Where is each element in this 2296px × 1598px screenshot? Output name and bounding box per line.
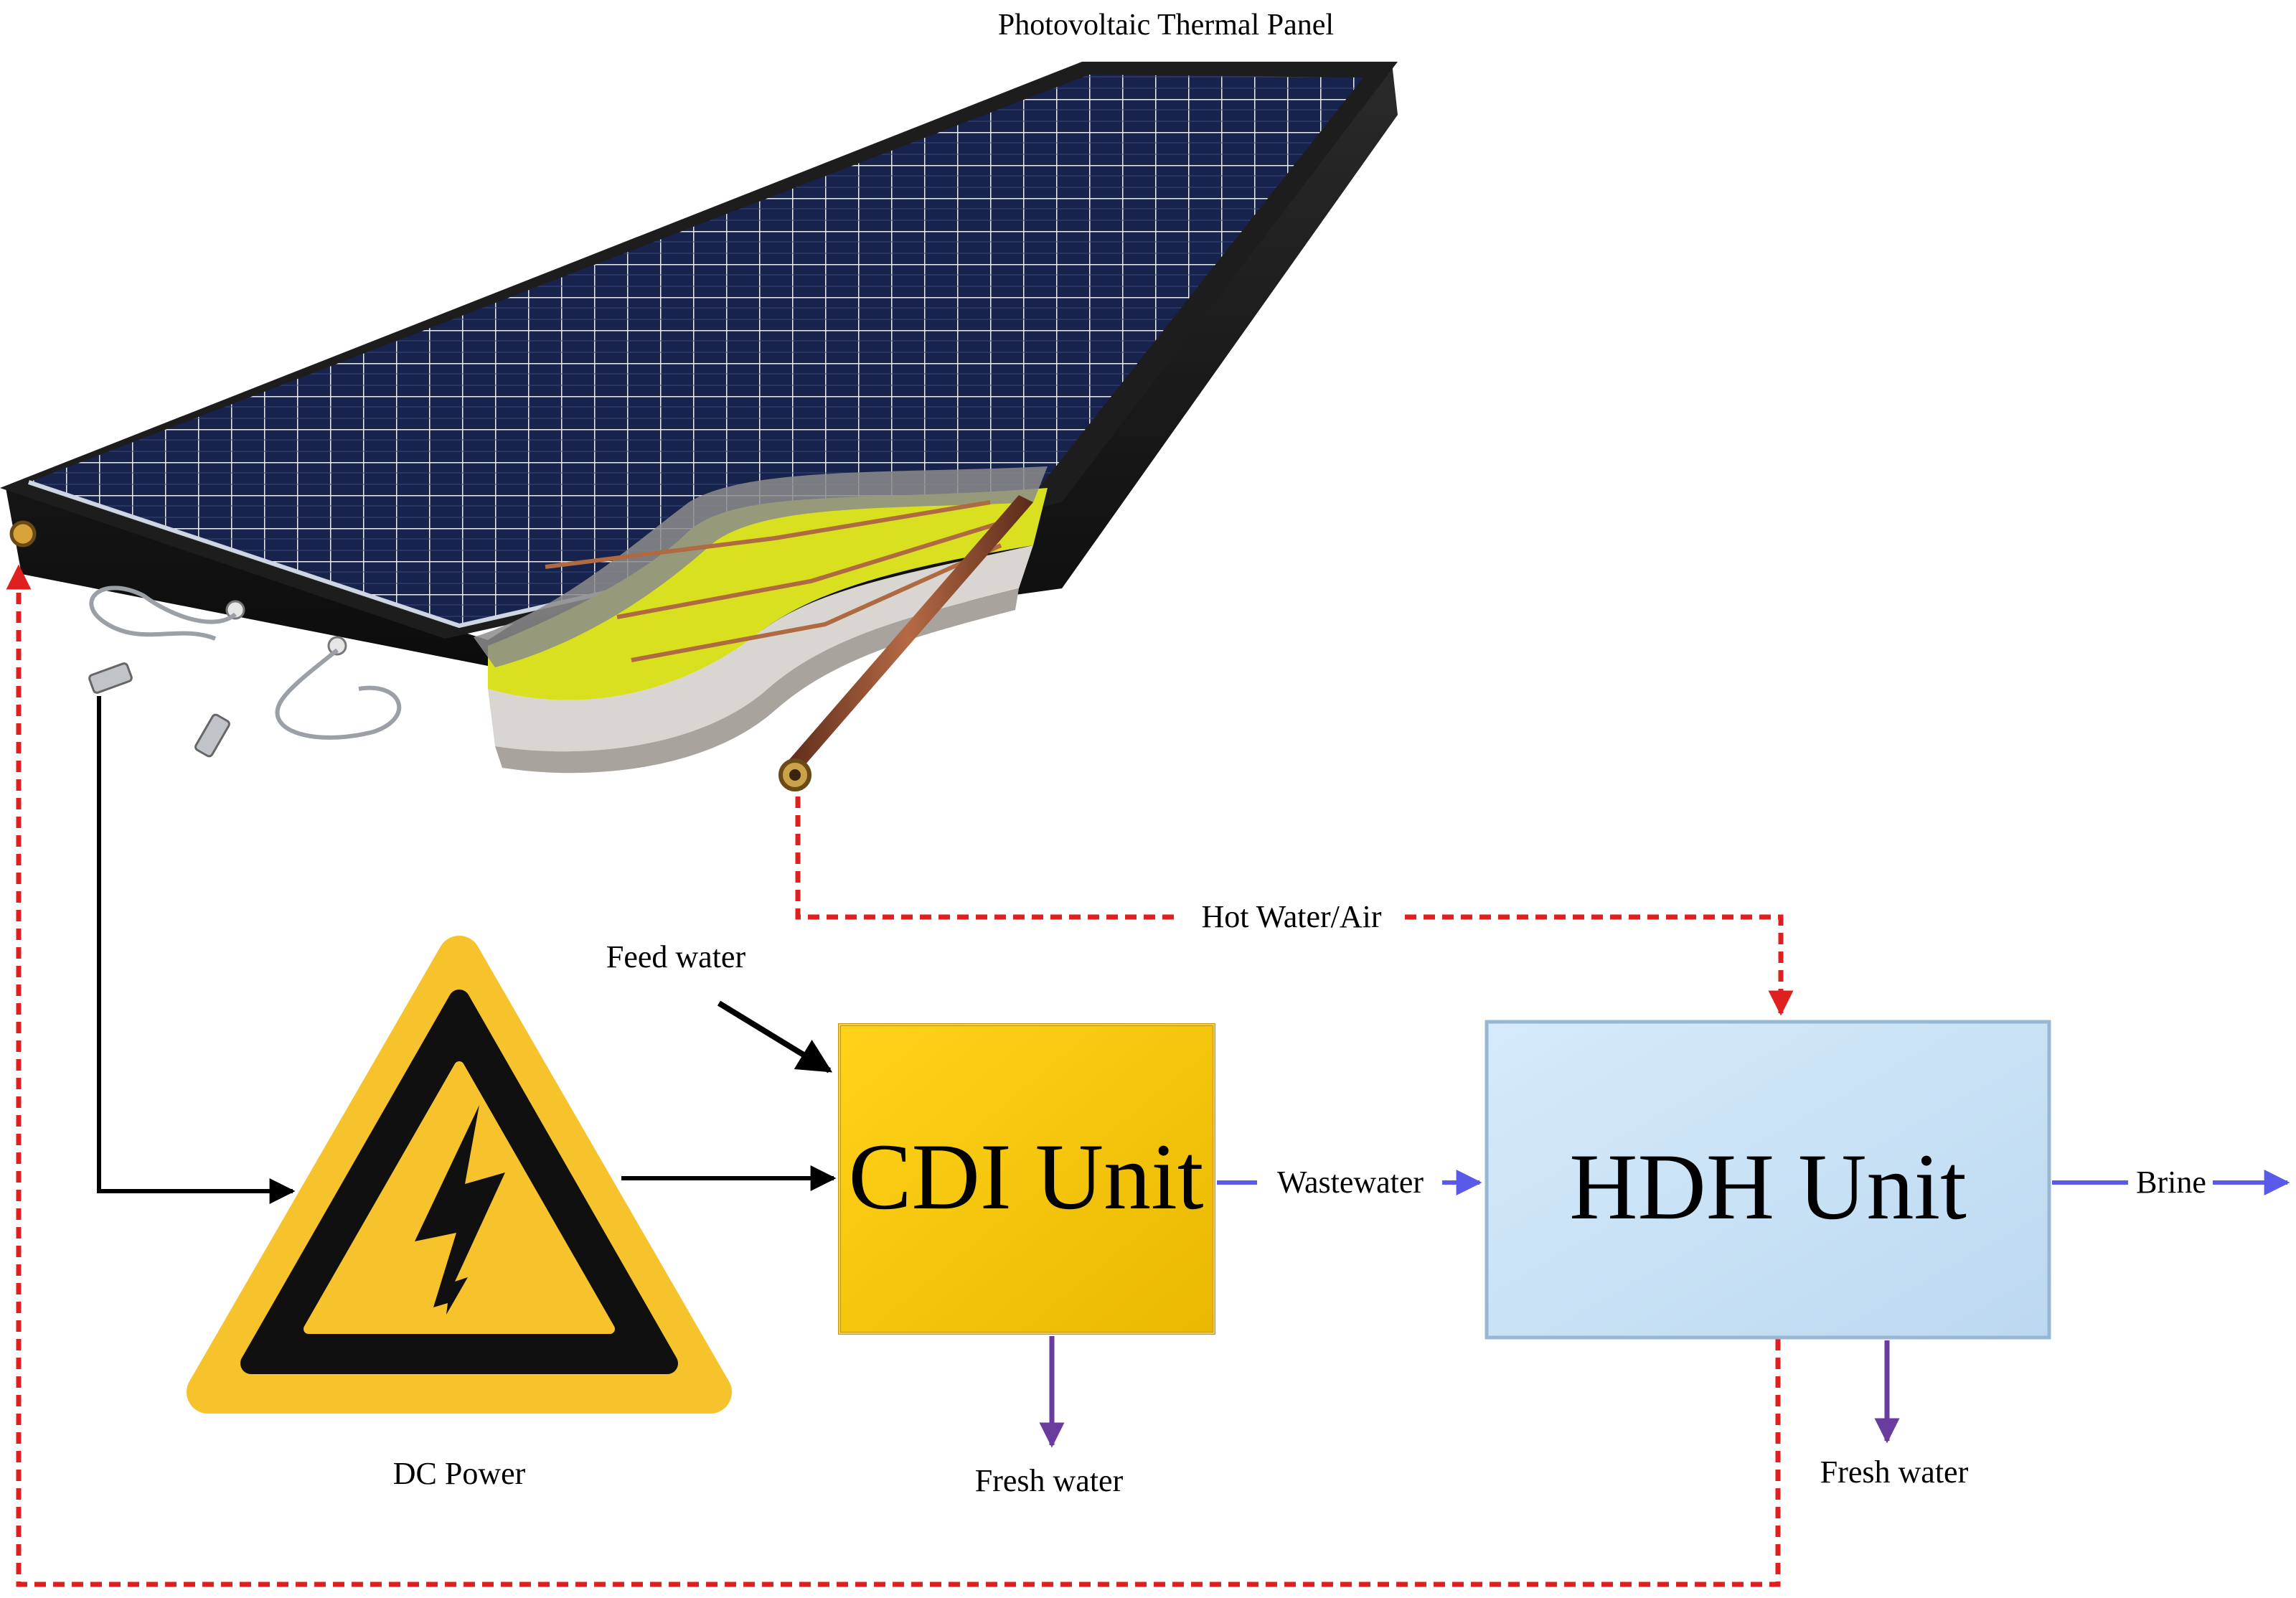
panel-to-dc-power-line	[97, 696, 296, 1204]
foam-layer	[488, 545, 1033, 752]
high-voltage-warning-icon	[187, 936, 732, 1414]
cdi-unit-label: CDI Unit	[849, 1124, 1204, 1229]
insulation-layer	[488, 488, 1048, 700]
absorber-sheet	[474, 466, 1048, 667]
copper-tubes	[545, 500, 1002, 662]
solar-panel-illustration	[0, 62, 1398, 791]
return-loop-line	[6, 564, 1781, 1587]
wastewater-label: Wastewater	[1277, 1165, 1424, 1200]
lightning-bolt	[415, 1105, 505, 1315]
dc-power-label: DC Power	[393, 1456, 526, 1491]
cdi-fresh-water-label: Fresh water	[975, 1463, 1124, 1498]
cdi-unit-box	[838, 1023, 1215, 1335]
pipe-inlet-fitting	[9, 520, 37, 547]
hdh-unit-box	[1485, 1020, 2051, 1340]
hot-water-air-line	[795, 796, 1794, 1016]
feed-water-label: Feed water	[606, 939, 746, 974]
back-sheet	[495, 588, 1019, 774]
panel-frame-side	[6, 63, 1398, 667]
hdh-fresh-water-label: Fresh water	[1820, 1454, 1969, 1490]
hdh-unit-label: HDH Unit	[1569, 1134, 1967, 1239]
brine-label: Brine	[2136, 1165, 2206, 1200]
outlet-header-pipe	[782, 495, 1033, 776]
hot-water-air-label: Hot Water/Air	[1201, 899, 1381, 934]
feed-water-arrow	[717, 1000, 833, 1073]
junction-box-cables	[88, 586, 402, 758]
panel-title: Photovoltaic Thermal Panel	[998, 9, 1334, 42]
